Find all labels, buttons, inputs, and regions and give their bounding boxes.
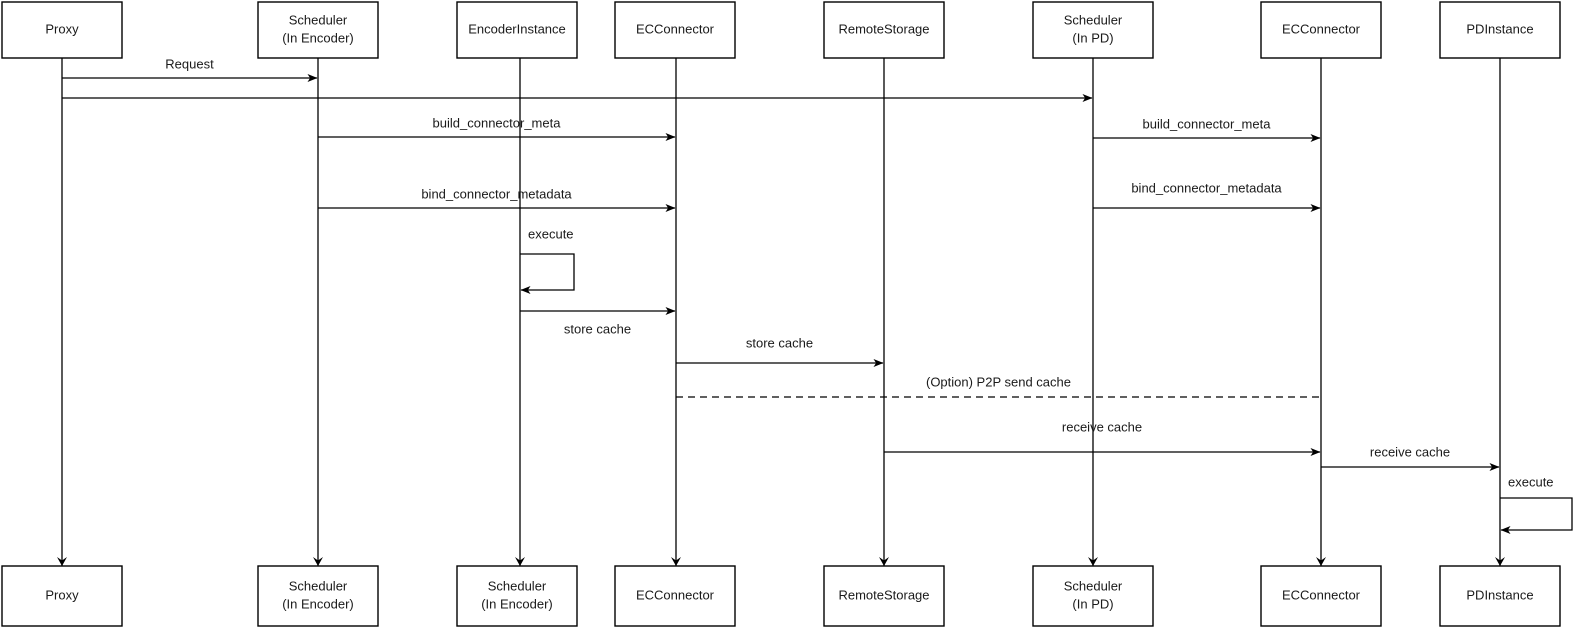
participant-footer-sched_enc-label-line1: Scheduler bbox=[289, 578, 348, 593]
participant-header-sched_enc-label-line1: Scheduler bbox=[289, 12, 348, 27]
participant-header-layer: Proxy Scheduler (In Encoder) EncoderInstanc… bbox=[1, 1, 1561, 59]
participant-header-sched_pd-label-line1: Scheduler bbox=[1064, 12, 1123, 27]
lifeline-arrow-pd_instance bbox=[1495, 557, 1505, 566]
participant-footer-pd_instance-box bbox=[1439, 565, 1561, 627]
lifeline-arrow-ec_conn_left bbox=[671, 557, 681, 566]
participant-footer-ec_conn_left-box bbox=[614, 565, 736, 627]
messages-layer: Request build_connector_meta build_connect… bbox=[62, 56, 1500, 471]
participant-footer-ec_conn_right-box bbox=[1260, 565, 1382, 627]
message-m7[interactable]: store cache bbox=[520, 307, 676, 336]
participant-header-encoder_inst-box bbox=[456, 1, 578, 59]
message-label-m4: build_connector_meta bbox=[1143, 116, 1272, 131]
participant-header-ec_conn_right-label: ECConnector bbox=[1282, 21, 1361, 36]
participant-footer-encoder_inst-box bbox=[456, 565, 578, 627]
participant-header-pd_instance-box bbox=[1439, 1, 1561, 59]
message-m5[interactable]: bind_connector_metadata bbox=[318, 186, 676, 212]
self-message-s2[interactable]: execute bbox=[1500, 474, 1573, 534]
participant-footer-proxy-box bbox=[1, 565, 123, 627]
message-m1[interactable]: Request bbox=[62, 56, 318, 82]
message-label-m1: Request bbox=[165, 56, 214, 71]
participant-header-proxy[interactable]: Proxy bbox=[1, 1, 123, 59]
lifelines-layer bbox=[57, 58, 1505, 566]
participant-header-sched_pd[interactable]: Scheduler (In PD) bbox=[1032, 1, 1154, 59]
self-message-path-s1 bbox=[520, 253, 575, 294]
participant-header-pd_instance-label: PDInstance bbox=[1466, 21, 1533, 36]
participant-footer-pd_instance[interactable]: PDInstance bbox=[1439, 565, 1561, 627]
participant-footer-remote_storage-box bbox=[823, 565, 945, 627]
message-label-m5: bind_connector_metadata bbox=[421, 186, 572, 201]
participant-footer-sched_pd[interactable]: Scheduler (In PD) bbox=[1032, 565, 1154, 627]
message-m10[interactable]: receive cache bbox=[884, 419, 1321, 456]
participant-footer-sched_pd-box bbox=[1032, 565, 1154, 627]
self-message-label-s2: execute bbox=[1508, 474, 1554, 489]
participant-footer-ec_conn_right[interactable]: ECConnector bbox=[1260, 565, 1382, 627]
self-messages-layer: execute execute bbox=[520, 226, 1573, 534]
participant-header-sched_pd-label-line2: (In PD) bbox=[1072, 30, 1113, 45]
message-m4[interactable]: build_connector_meta bbox=[1093, 116, 1321, 142]
participant-footer-encoder_inst[interactable]: Scheduler (In Encoder) bbox=[456, 565, 578, 627]
participant-header-ec_conn_left[interactable]: ECConnector bbox=[614, 1, 736, 59]
lifeline-arrow-sched_pd bbox=[1088, 557, 1098, 566]
self-message-label-s1: execute bbox=[528, 226, 574, 241]
message-label-m10: receive cache bbox=[1062, 419, 1142, 434]
participant-header-sched_enc-box bbox=[257, 1, 379, 59]
message-m3[interactable]: build_connector_meta bbox=[318, 115, 676, 141]
participant-header-remote_storage-label: RemoteStorage bbox=[838, 21, 929, 36]
participant-footer-remote_storage-label: RemoteStorage bbox=[838, 587, 929, 602]
message-label-m3: build_connector_meta bbox=[433, 115, 562, 130]
self-message-path-s2 bbox=[1500, 497, 1573, 534]
self-message-s1[interactable]: execute bbox=[520, 226, 575, 294]
participant-header-pd_instance[interactable]: PDInstance bbox=[1439, 1, 1561, 59]
participant-header-encoder_inst-label: EncoderInstance bbox=[468, 21, 566, 36]
participant-header-remote_storage-box bbox=[823, 1, 945, 59]
participant-footer-sched_enc-box bbox=[257, 565, 379, 627]
participant-footer-pd_instance-label: PDInstance bbox=[1466, 587, 1533, 602]
participant-footer-proxy[interactable]: Proxy bbox=[1, 565, 123, 627]
participant-header-proxy-box bbox=[1, 1, 123, 59]
participant-footer-sched_pd-label-line1: Scheduler bbox=[1064, 578, 1123, 593]
message-m9[interactable]: (Option) P2P send cache bbox=[676, 374, 1321, 398]
participant-footer-ec_conn_right-label: ECConnector bbox=[1282, 587, 1361, 602]
lifeline-arrow-ec_conn_right bbox=[1316, 557, 1326, 566]
lifeline-arrow-encoder_inst bbox=[515, 557, 525, 566]
message-label-m6: bind_connector_metadata bbox=[1131, 180, 1282, 195]
participant-footer-sched_enc[interactable]: Scheduler (In Encoder) bbox=[257, 565, 379, 627]
participant-header-encoder_inst[interactable]: EncoderInstance bbox=[456, 1, 578, 59]
participant-footer-encoder_inst-label-line2: (In Encoder) bbox=[481, 596, 553, 611]
message-label-m8: store cache bbox=[746, 335, 813, 350]
participant-header-sched_enc-label-line2: (In Encoder) bbox=[282, 30, 354, 45]
participant-footer-encoder_inst-label-line1: Scheduler bbox=[488, 578, 547, 593]
participant-header-proxy-label: Proxy bbox=[45, 21, 79, 36]
lifeline-arrow-proxy bbox=[57, 557, 67, 566]
participant-footer-remote_storage[interactable]: RemoteStorage bbox=[823, 565, 945, 627]
participant-footer-ec_conn_left-label: ECConnector bbox=[636, 587, 715, 602]
message-m11[interactable]: receive cache bbox=[1321, 444, 1500, 471]
participant-footer-ec_conn_left[interactable]: ECConnector bbox=[614, 565, 736, 627]
participant-header-ec_conn_right-box bbox=[1260, 1, 1382, 59]
lifeline-arrow-sched_enc bbox=[313, 557, 323, 566]
message-m8[interactable]: store cache bbox=[676, 335, 884, 367]
message-label-m9: (Option) P2P send cache bbox=[926, 374, 1071, 389]
participant-header-sched_enc[interactable]: Scheduler (In Encoder) bbox=[257, 1, 379, 59]
participant-footer-proxy-label: Proxy bbox=[45, 587, 79, 602]
message-label-m11: receive cache bbox=[1370, 444, 1450, 459]
participant-footer-sched_pd-label-line2: (In PD) bbox=[1072, 596, 1113, 611]
participant-header-ec_conn_left-label: ECConnector bbox=[636, 21, 715, 36]
participant-footer-sched_enc-label-line2: (In Encoder) bbox=[282, 596, 354, 611]
participant-header-ec_conn_right[interactable]: ECConnector bbox=[1260, 1, 1382, 59]
message-m6[interactable]: bind_connector_metadata bbox=[1093, 180, 1321, 212]
lifeline-arrow-remote_storage bbox=[879, 557, 889, 566]
participant-header-ec_conn_left-box bbox=[614, 1, 736, 59]
message-label-m7: store cache bbox=[564, 321, 631, 336]
participant-header-remote_storage[interactable]: RemoteStorage bbox=[823, 1, 945, 59]
participant-footer-layer: Proxy Scheduler (In Encoder) Scheduler (In E… bbox=[1, 565, 1561, 627]
participant-header-sched_pd-box bbox=[1032, 1, 1154, 59]
